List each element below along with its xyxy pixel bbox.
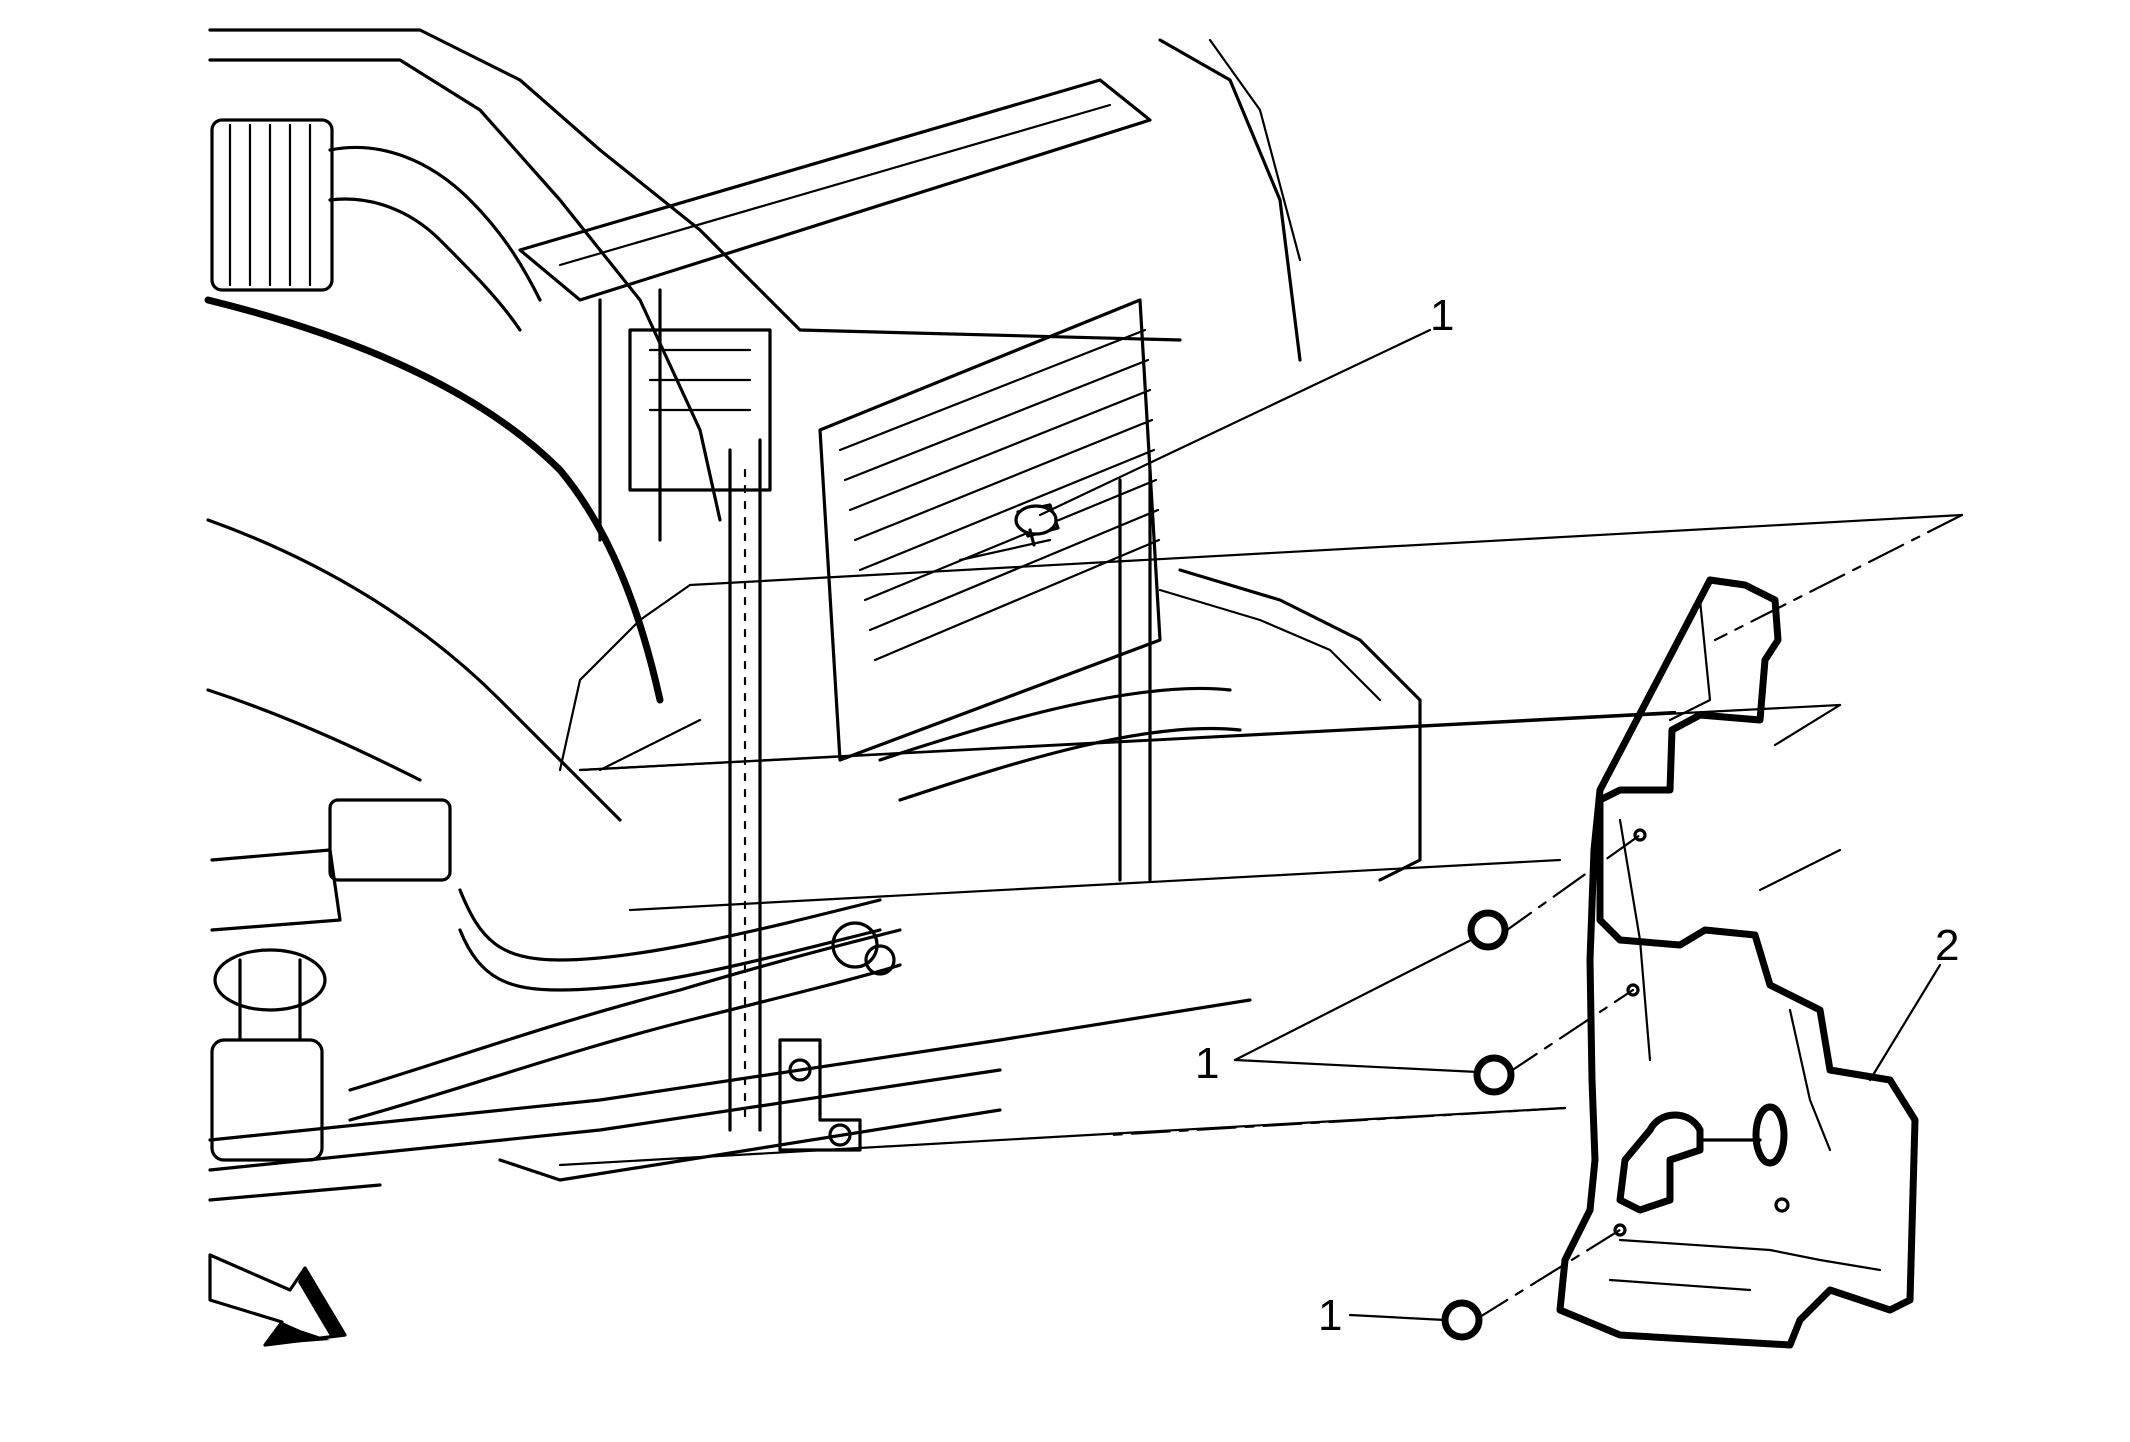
retainer-lower	[1441, 1299, 1483, 1341]
radiator-core	[728, 298, 1162, 1132]
cooler-lines	[348, 686, 1242, 1122]
push-pin-fastener-top	[1014, 503, 1060, 547]
retainers	[1441, 909, 1515, 1341]
air-intake-duct	[210, 118, 542, 332]
callout-1-bottom: 1	[1318, 1291, 1342, 1340]
callout-leaders	[1038, 328, 1942, 1322]
alignment-lines	[558, 513, 1964, 1322]
engine-bay-illustration	[204, 28, 1422, 1202]
callout-2: 2	[1935, 921, 1959, 970]
callout-1-middle: 1	[1195, 1039, 1219, 1088]
retainer-middle	[1473, 1054, 1515, 1096]
lower-crossmember	[208, 998, 1252, 1202]
callout-1-top: 1	[1430, 291, 1454, 340]
splash-shield	[1556, 576, 1919, 1349]
view-direction-arrow-icon	[208, 1253, 347, 1347]
lower-bracket	[778, 1038, 862, 1152]
lower-left-component	[210, 798, 452, 1162]
radiator-support	[518, 78, 1152, 542]
retainer-upper	[1467, 909, 1509, 951]
